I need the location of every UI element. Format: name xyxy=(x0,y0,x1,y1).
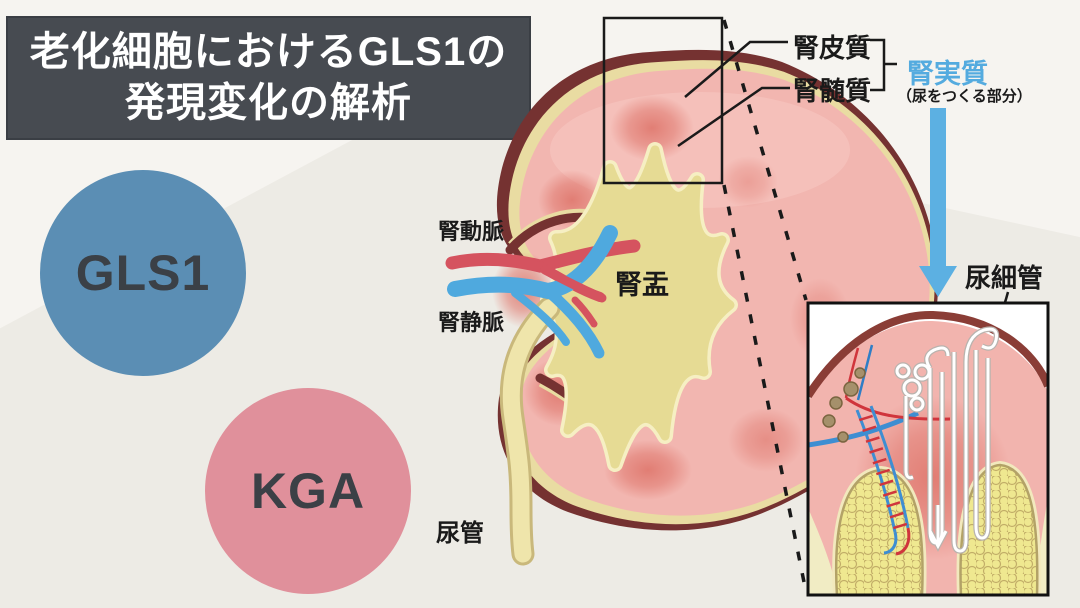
down-arrow-icon xyxy=(919,108,957,297)
inset-vessels xyxy=(808,344,951,556)
parenchyma-bracket xyxy=(870,38,897,92)
kga-label: KGA xyxy=(250,463,366,519)
zoom-dashed-lines xyxy=(722,19,808,593)
label-renal-cortex: 腎皮質 xyxy=(793,33,872,63)
inset-content xyxy=(808,310,1048,595)
title-box: 老化細胞におけるGLS1の 発現変化の解析 xyxy=(6,16,531,140)
inset-glomeruli xyxy=(822,367,866,443)
medulla-pointer-line xyxy=(677,86,790,148)
zoom-rectangle xyxy=(602,16,724,185)
label-renal-medulla: 腎髄質 xyxy=(793,76,872,106)
renal-vessels xyxy=(445,225,641,359)
label-parenchyma-note: （尿をつくる部分） xyxy=(897,88,1032,105)
kga-bubble: KGA xyxy=(205,388,411,594)
label-ureter: 尿管 xyxy=(436,520,484,547)
inset-capsule-band xyxy=(808,310,1048,399)
label-renal-parenchyma: 腎実質 xyxy=(907,59,988,89)
gls1-bubble: GLS1 xyxy=(40,170,246,376)
inset-cream-left xyxy=(808,508,838,595)
label-renal-pelvis: 腎盂 xyxy=(615,270,669,300)
renal-pelvis-shape xyxy=(540,142,738,472)
gls1-label: GLS1 xyxy=(75,245,211,301)
title-line-2: 発現変化の解析 xyxy=(125,81,412,125)
title-line-1: 老化細胞におけるGLS1の xyxy=(29,29,508,74)
ureter-tube xyxy=(499,296,561,566)
label-renal-tubule: 尿細管 xyxy=(965,263,1044,293)
label-renal-vein: 腎静脈 xyxy=(438,310,505,335)
kidney-body xyxy=(445,49,939,566)
label-renal-artery: 腎動脈 xyxy=(438,219,505,244)
cortex-pointer-line xyxy=(684,40,788,98)
inset-border xyxy=(806,301,1050,597)
